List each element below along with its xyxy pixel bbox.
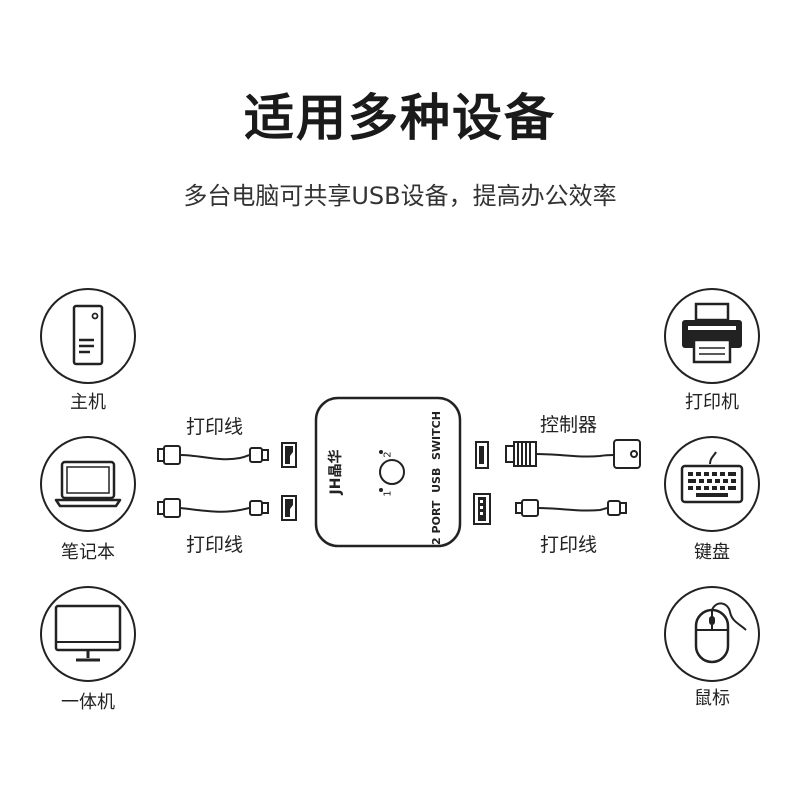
switch-model-label: 2 PORT USB SWITCH <box>430 411 443 545</box>
printer-device-circle <box>664 288 760 384</box>
monitor-device-circle <box>40 586 136 682</box>
switch-button <box>379 459 405 485</box>
right-top-cable-label: 控制器 <box>540 414 598 436</box>
mouse-icon <box>694 602 747 664</box>
right-hdmi-port <box>475 441 489 469</box>
laptop-icon <box>54 460 122 508</box>
page-subtitle: 多台电脑可共享USB设备，提高办公效率 <box>183 182 617 210</box>
printer-icon <box>682 302 742 364</box>
left-top-usb-cable <box>157 445 269 465</box>
right-bottom-usb-cable <box>515 499 627 517</box>
laptop-label: 笔记本 <box>61 542 115 563</box>
keyboard-icon <box>680 451 744 504</box>
monitor-label: 一体机 <box>61 692 115 713</box>
left-usb-b-port-bottom <box>281 495 297 521</box>
right-top-controller-cable <box>505 439 641 469</box>
right-bottom-cable-label: 打印线 <box>540 534 598 556</box>
keyboard-device-circle <box>664 436 760 532</box>
desktop-label: 主机 <box>70 392 106 413</box>
right-usb-a-port <box>473 493 491 525</box>
mouse-device-circle <box>664 586 760 682</box>
mouse-label: 鼠标 <box>694 688 730 709</box>
left-top-cable-label: 打印线 <box>186 416 244 438</box>
laptop-device-circle <box>40 436 136 532</box>
left-usb-b-port-top <box>281 442 297 468</box>
page-title: 适用多种设备 <box>244 89 556 147</box>
switch-port-2-label: 2 <box>382 451 394 458</box>
desktop-tower-icon <box>72 304 104 366</box>
keyboard-label: 键盘 <box>694 542 730 563</box>
switch-brand-label: JH晶华 <box>328 449 344 495</box>
switch-port-1-label: 1 <box>382 490 394 497</box>
monitor-icon <box>54 604 122 662</box>
left-bottom-usb-cable <box>157 498 269 518</box>
usb-switch-device <box>314 396 462 548</box>
left-bottom-cable-label: 打印线 <box>186 534 244 556</box>
desktop-device-circle <box>40 288 136 384</box>
printer-label: 打印机 <box>685 392 739 413</box>
